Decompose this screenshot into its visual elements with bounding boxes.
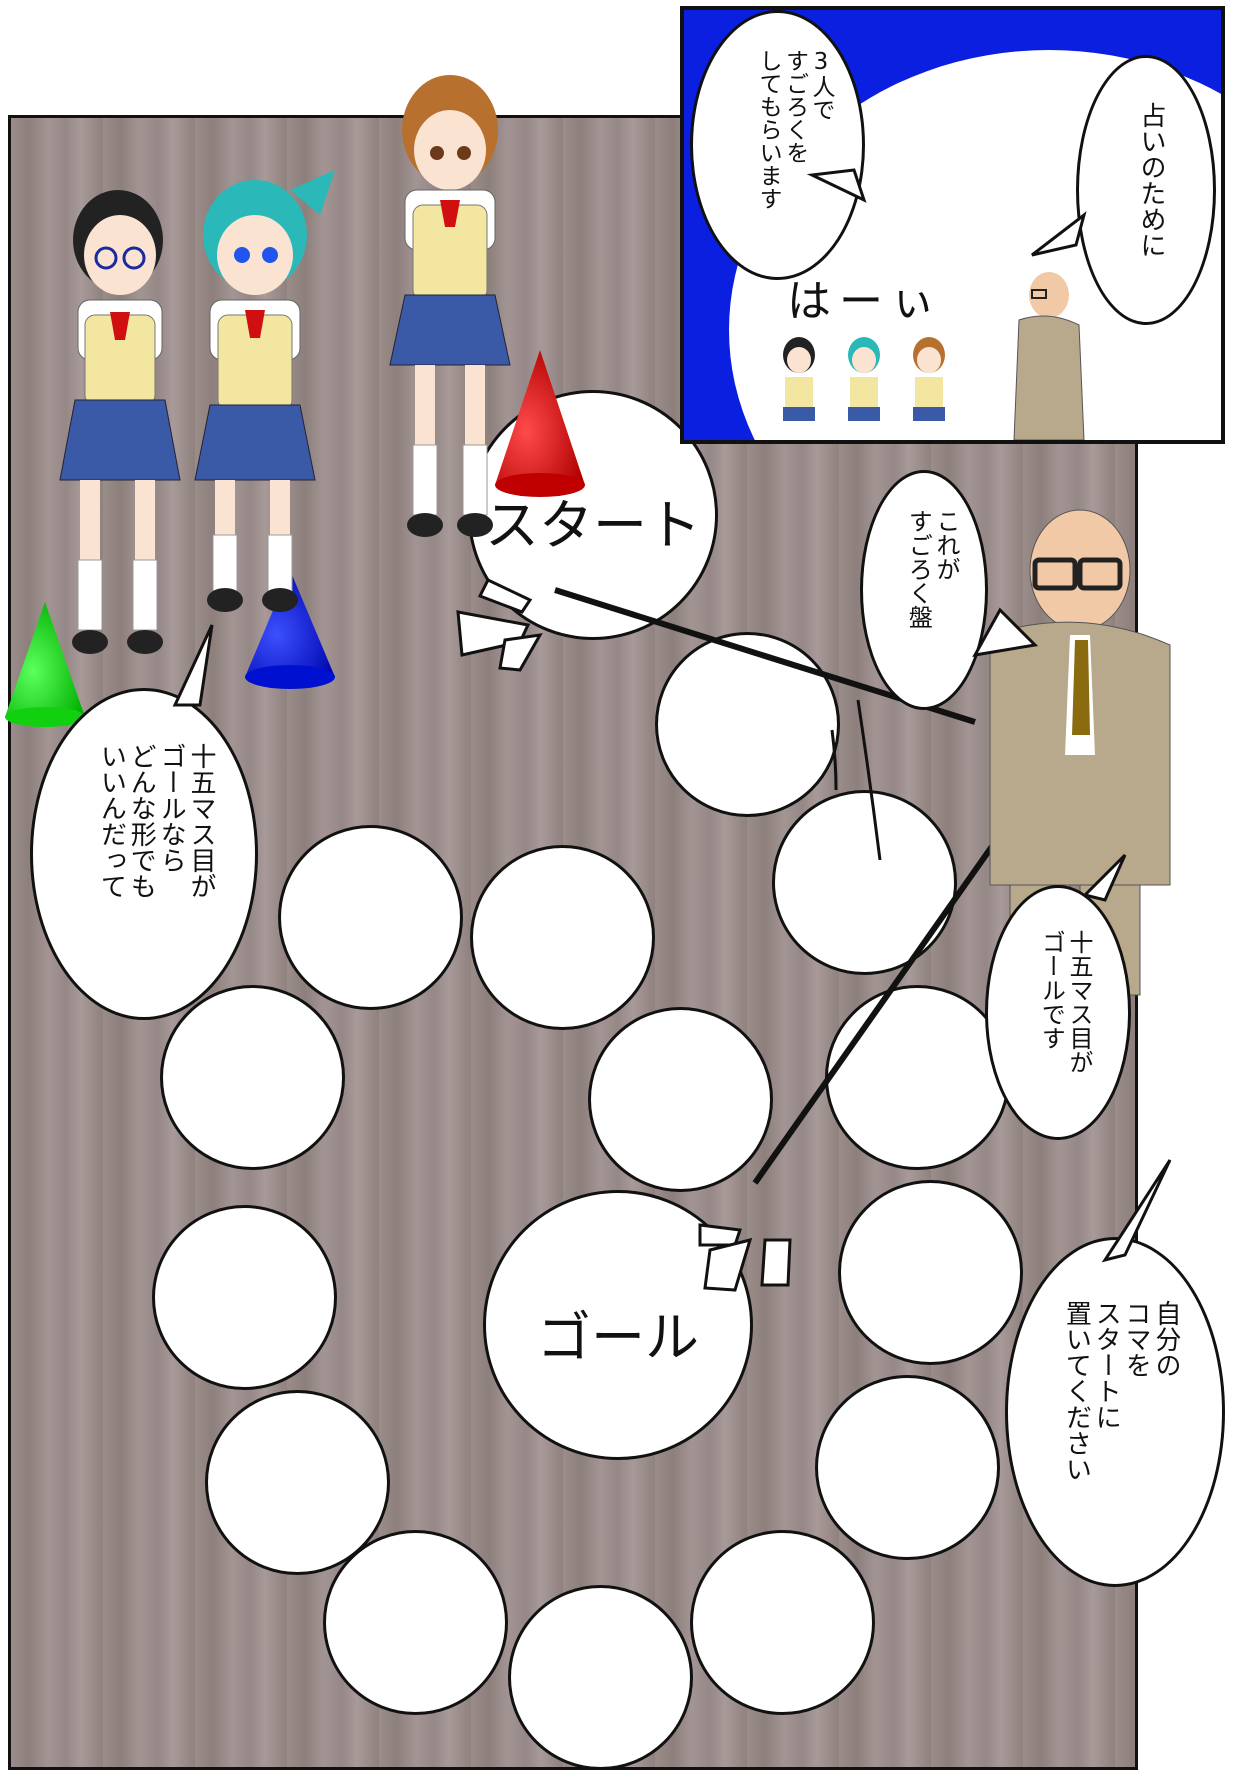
inset-narration-right: 占いのために [1136,102,1166,258]
inset-bubble-left: 3人で すごろくを してもらいます [690,10,865,280]
inset-panel: 3人で すごろくを してもらいます 占いのために はーぃ [680,6,1225,444]
girl-brown-hair-figure [389,75,511,537]
start-label: スタート [485,494,701,557]
green-cone-piece[interactable] [0,597,90,737]
girl-glasses-figure [59,190,181,654]
board-square-9[interactable] [323,1530,508,1715]
speech-teacher-board: これが すごろく盤 [904,509,960,629]
board-square-12[interactable] [160,985,345,1170]
inset-bubble-right: 占いのために [1076,55,1216,325]
board-square-13[interactable] [278,825,463,1010]
speech-girl-shape: 十五マス目が ゴールなら どんな形でも いいんだって [96,743,216,899]
board-square-2[interactable] [655,632,840,817]
girl-teal-hair-figure [194,170,335,612]
goal-label: ゴール [537,1306,699,1369]
board-square-7[interactable] [690,1530,875,1715]
emphasis-marks-start [456,578,543,672]
speech-bubble-teacher-goal: 十五マス目が ゴールです [985,885,1131,1140]
inset-tails [806,168,1087,257]
speech-teacher-goal: 十五マス目が ゴールです [1037,930,1093,1074]
blue-cone-piece[interactable] [240,565,340,695]
board-square-15[interactable] [588,1007,773,1192]
red-cone-piece[interactable] [490,345,590,505]
speech-teacher-place: 自分の コマを スタートに 置いてください [1061,1300,1181,1482]
board-square-10[interactable] [205,1390,390,1575]
speech-bubble-girl-shape: 十五マス目が ゴールなら どんな形でも いいんだって [30,688,258,1020]
board-square-14[interactable] [470,845,655,1030]
board-square-8[interactable] [508,1585,693,1770]
speech-bubble-teacher-board: これが すごろく盤 [860,470,988,710]
board-square-6[interactable] [815,1375,1000,1560]
speech-bubble-teacher-place: 自分の コマを スタートに 置いてください [1005,1237,1225,1587]
board-square-5[interactable] [838,1180,1023,1365]
inset-chorus: はーぃ [787,276,943,327]
emphasis-marks-goal [698,1223,792,1292]
inset-girls-figure [783,337,945,421]
inset-teacher-figure [1013,272,1085,440]
board-square-11[interactable] [152,1205,337,1390]
inset-narration-left: 3人で すごろくを してもらいます [755,49,834,210]
